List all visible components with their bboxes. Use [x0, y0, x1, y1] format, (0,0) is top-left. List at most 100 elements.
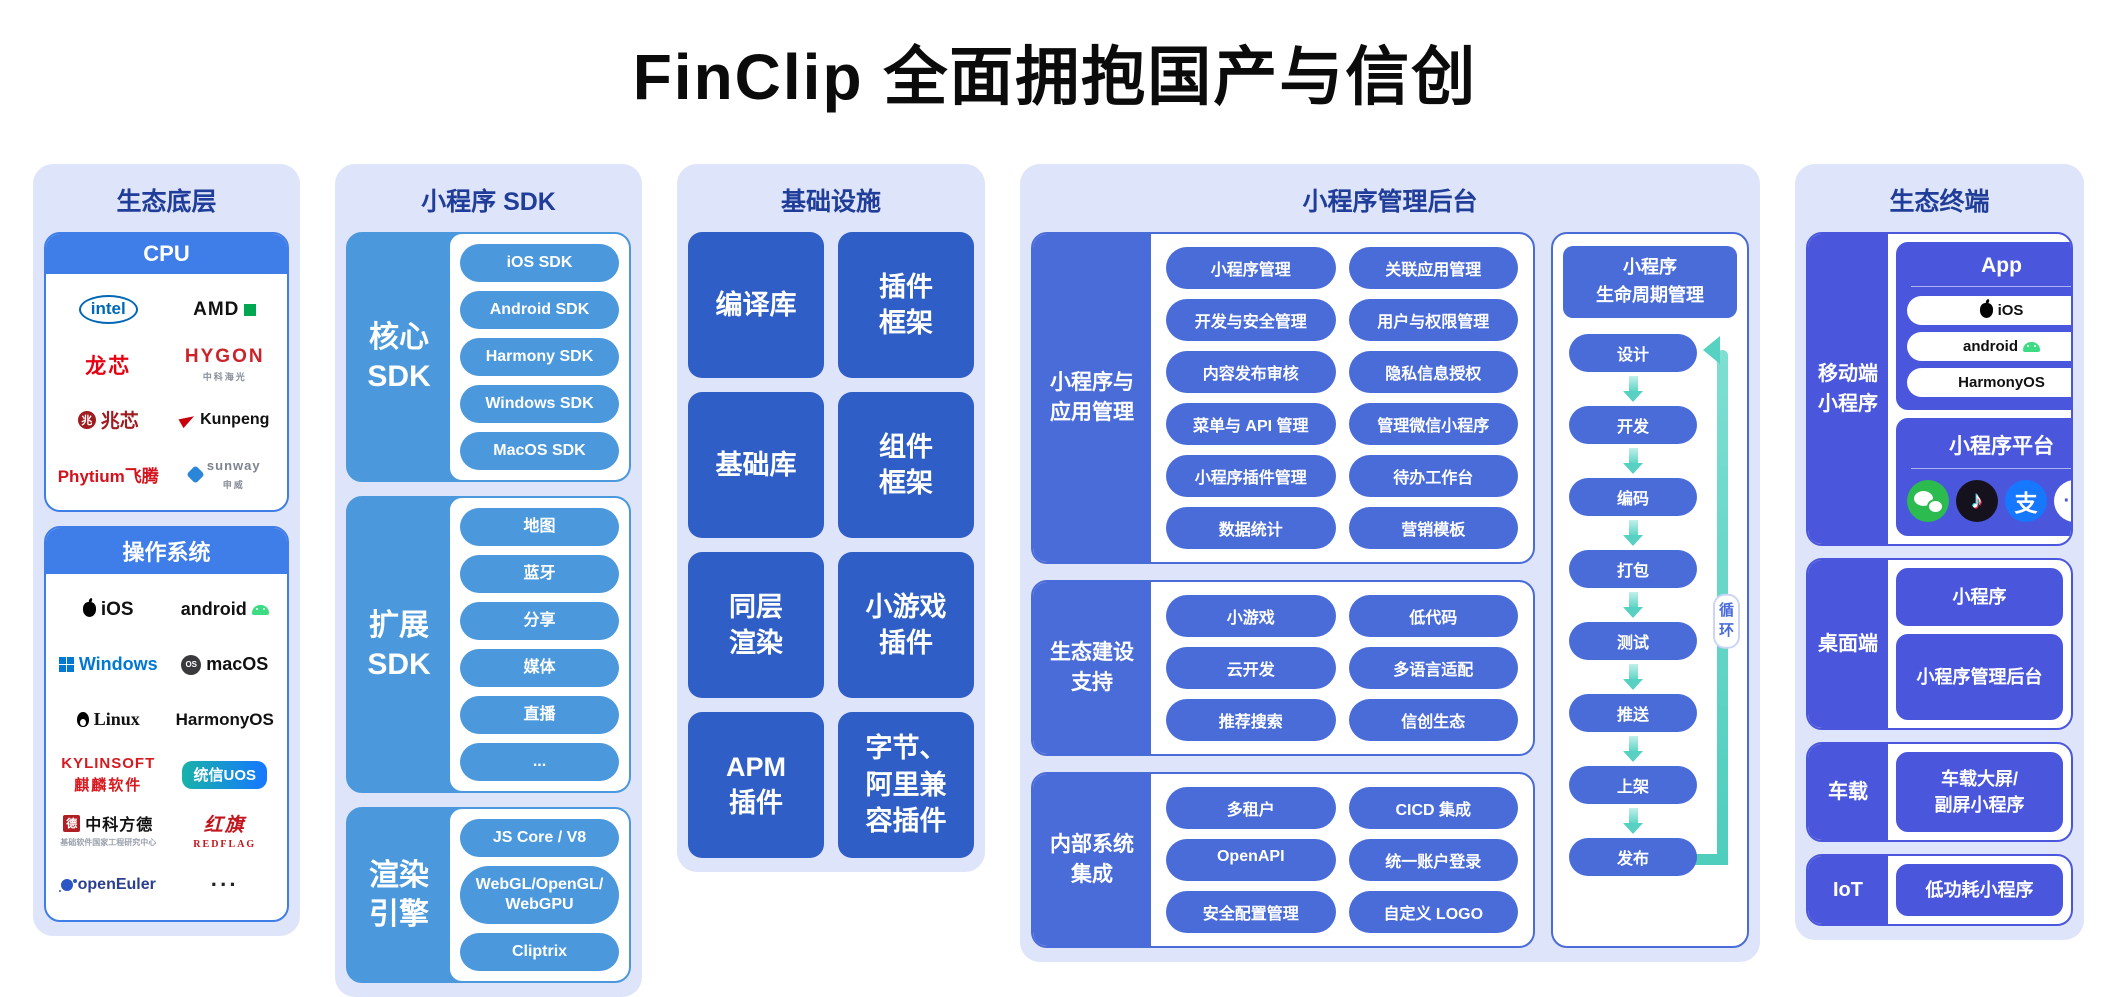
app-pill-label: android [1963, 338, 2018, 355]
desktop-section: 桌面端 小程序 小程序管理后台 [1806, 558, 2073, 730]
sdk-pill: 分享 [460, 602, 619, 640]
internal-integration-label: 内部系统 集成 [1033, 774, 1151, 946]
admin-pill: 菜单与 API 管理 [1166, 403, 1336, 445]
column-admin: 小程序管理后台 小程序与 应用管理 小程序管理 关联应用管理 开发与安全管理 用… [1020, 164, 1760, 962]
lifecycle-step: 测试 [1569, 621, 1697, 660]
admin-pill: 多租户 [1166, 787, 1336, 829]
car-label: 车载 [1808, 744, 1888, 840]
sunway-logo-sub: 申威 [222, 479, 245, 490]
zhaoxin-logo: 兆兆芯 [50, 392, 167, 447]
zhaoxin-logo-text: 兆芯 [100, 411, 139, 432]
sdk-pill: WebGL/OpenGL/ WebGPU [460, 866, 619, 924]
diagram-board: 生态底层 CPU intel AMD 龙芯 HYGON 中科海光 兆兆芯 [0, 128, 2110, 997]
amd-logo-text: AMD [193, 298, 240, 320]
app-box-title: App [1981, 254, 2022, 277]
down-arrow-icon [1563, 591, 1703, 618]
mobile-label: 移动端 小程序 [1808, 234, 1888, 544]
lifecycle-step: 开发 [1569, 405, 1697, 444]
linux-logo: Linux [50, 692, 167, 747]
sdk-pill: JS Core / V8 [460, 819, 619, 857]
admin-pill: 关联应用管理 [1348, 247, 1518, 289]
android-robot-icon [2023, 341, 2040, 352]
lifecycle-panel: 小程序 生命周期管理 循 环 设计 开发 编码 打包 测试 推送 [1551, 232, 1749, 948]
cpu-logo-grid: intel AMD 龙芯 HYGON 中科海光 兆兆芯 Kunpeng [46, 274, 287, 510]
harmonyos-logo: HarmonyOS [167, 692, 284, 747]
amd-logo: AMD [167, 282, 284, 337]
admin-row: 小程序与 应用管理 小程序管理 关联应用管理 开发与安全管理 用户与权限管理 内… [1031, 232, 1749, 948]
eco-support-label: 生态建设 支持 [1033, 582, 1151, 754]
harmonyos-logo-text: HarmonyOS [175, 709, 274, 729]
extend-sdk-pills: 地图 蓝牙 分享 媒体 直播 ... [450, 498, 629, 791]
fangde-logo-sub: 基础软件国家工程研究中心 [60, 838, 157, 847]
desktop-body: 小程序 小程序管理后台 [1888, 560, 2071, 728]
infra-block: 字节、 阿里兼 容插件 [838, 712, 974, 858]
app-pill-label: HarmonyOS [1958, 374, 2045, 391]
phytium-logo-text: Phytium飞腾 [57, 467, 159, 486]
apple-icon [1979, 303, 1993, 318]
sdk-pill: MacOS SDK [460, 432, 619, 470]
loongson-logo-text: 龙芯 [85, 354, 132, 378]
admin-pill: 推荐搜索 [1166, 699, 1336, 741]
kunpeng-logo: Kunpeng [167, 392, 284, 447]
platform-box: 小程序平台 [1896, 418, 2071, 536]
macos-icon [181, 654, 202, 675]
cpu-panel-header: CPU [46, 234, 287, 274]
app-management-group: 小程序与 应用管理 小程序管理 关联应用管理 开发与安全管理 用户与权限管理 内… [1031, 232, 1535, 564]
redflag-logo-sub: REDFLAG [193, 838, 257, 850]
alipay-icon [2005, 480, 2047, 522]
tiktok-icon [1956, 480, 1998, 522]
loongson-logo: 龙芯 [50, 337, 167, 392]
fangde-logo: 中科方德 基础软件国家工程研究中心 [50, 802, 167, 857]
windows-logo-text: Windows [78, 654, 158, 674]
android-logo: android [167, 582, 284, 637]
admin-pill: 小程序插件管理 [1166, 455, 1336, 497]
iot-label: IoT [1808, 856, 1888, 924]
eco-support-pills: 小游戏 低代码 云开发 多语言适配 推荐搜索 信创生态 [1151, 582, 1533, 754]
down-arrow-icon [1563, 375, 1703, 402]
desktop-box: 小程序 [1896, 568, 2063, 626]
lifecycle-step: 上架 [1569, 765, 1697, 804]
render-engine-pills: JS Core / V8 WebGL/OpenGL/ WebGPU Cliptr… [450, 809, 629, 981]
down-arrow-icon [1563, 807, 1703, 834]
cpu-panel: CPU intel AMD 龙芯 HYGON 中科海光 兆兆芯 [44, 232, 289, 512]
macos-logo-text: macOS [206, 654, 269, 674]
admin-pill: 开发与安全管理 [1166, 299, 1336, 341]
admin-pill: 自定义 LOGO [1348, 891, 1518, 933]
more-os-logo: ··· [167, 857, 284, 912]
lifecycle-step: 编码 [1569, 477, 1697, 516]
platform-box-title: 小程序平台 [1949, 435, 2054, 458]
app-pill-label: iOS [1997, 302, 2024, 319]
sdk-pill: 媒体 [460, 649, 619, 687]
sunway-logo: sunway 申威 [167, 447, 284, 502]
os-logo-grid: iOS android Windows macOS Linux HarmonyO… [46, 574, 287, 920]
windows-logo: Windows [50, 637, 167, 692]
admin-pill: 安全配置管理 [1166, 891, 1336, 933]
car-body: 车载大屏/ 副屏小程序 [1888, 744, 2071, 840]
admin-pill: 统一账户登录 [1348, 839, 1518, 881]
loop-line-bottom [1690, 853, 1728, 865]
admin-pill: 内容发布审核 [1166, 351, 1336, 393]
admin-groups: 小程序与 应用管理 小程序管理 关联应用管理 开发与安全管理 用户与权限管理 内… [1031, 232, 1535, 948]
zhaoxin-icon: 兆 [77, 410, 96, 429]
kylin-logo-sub: 麒麟软件 [74, 776, 143, 794]
core-sdk-card: 核心 SDK iOS SDK Android SDK Harmony SDK W… [346, 232, 631, 482]
ios-logo: iOS [50, 582, 167, 637]
mobile-section: 移动端 小程序 App iOS android HarmonyOS [1806, 232, 2073, 546]
windows-icon [58, 657, 74, 672]
lifecycle-step: 发布 [1569, 837, 1697, 876]
iot-box: 低功耗小程序 [1896, 864, 2063, 916]
lifecycle-header: 小程序 生命周期管理 [1563, 246, 1737, 318]
hygon-logo: HYGON 中科海光 [167, 337, 284, 392]
android-logo-text: android [180, 599, 247, 619]
os-panel-header: 操作系统 [46, 528, 287, 574]
admin-pill: 小程序管理 [1166, 247, 1336, 289]
macos-logo: macOS [167, 637, 284, 692]
down-arrow-icon [1563, 447, 1703, 474]
ios-logo-text: iOS [100, 598, 134, 620]
iot-section: IoT 低功耗小程序 [1806, 854, 2073, 926]
app-pill-android: android [1907, 332, 2071, 361]
lifecycle-step: 推送 [1569, 693, 1697, 732]
column-terminal: 生态终端 移动端 小程序 App iOS android Harmo [1795, 164, 2084, 940]
admin-pill: 用户与权限管理 [1348, 299, 1518, 341]
os-panel: 操作系统 iOS android Windows macOS Linux [44, 526, 289, 922]
